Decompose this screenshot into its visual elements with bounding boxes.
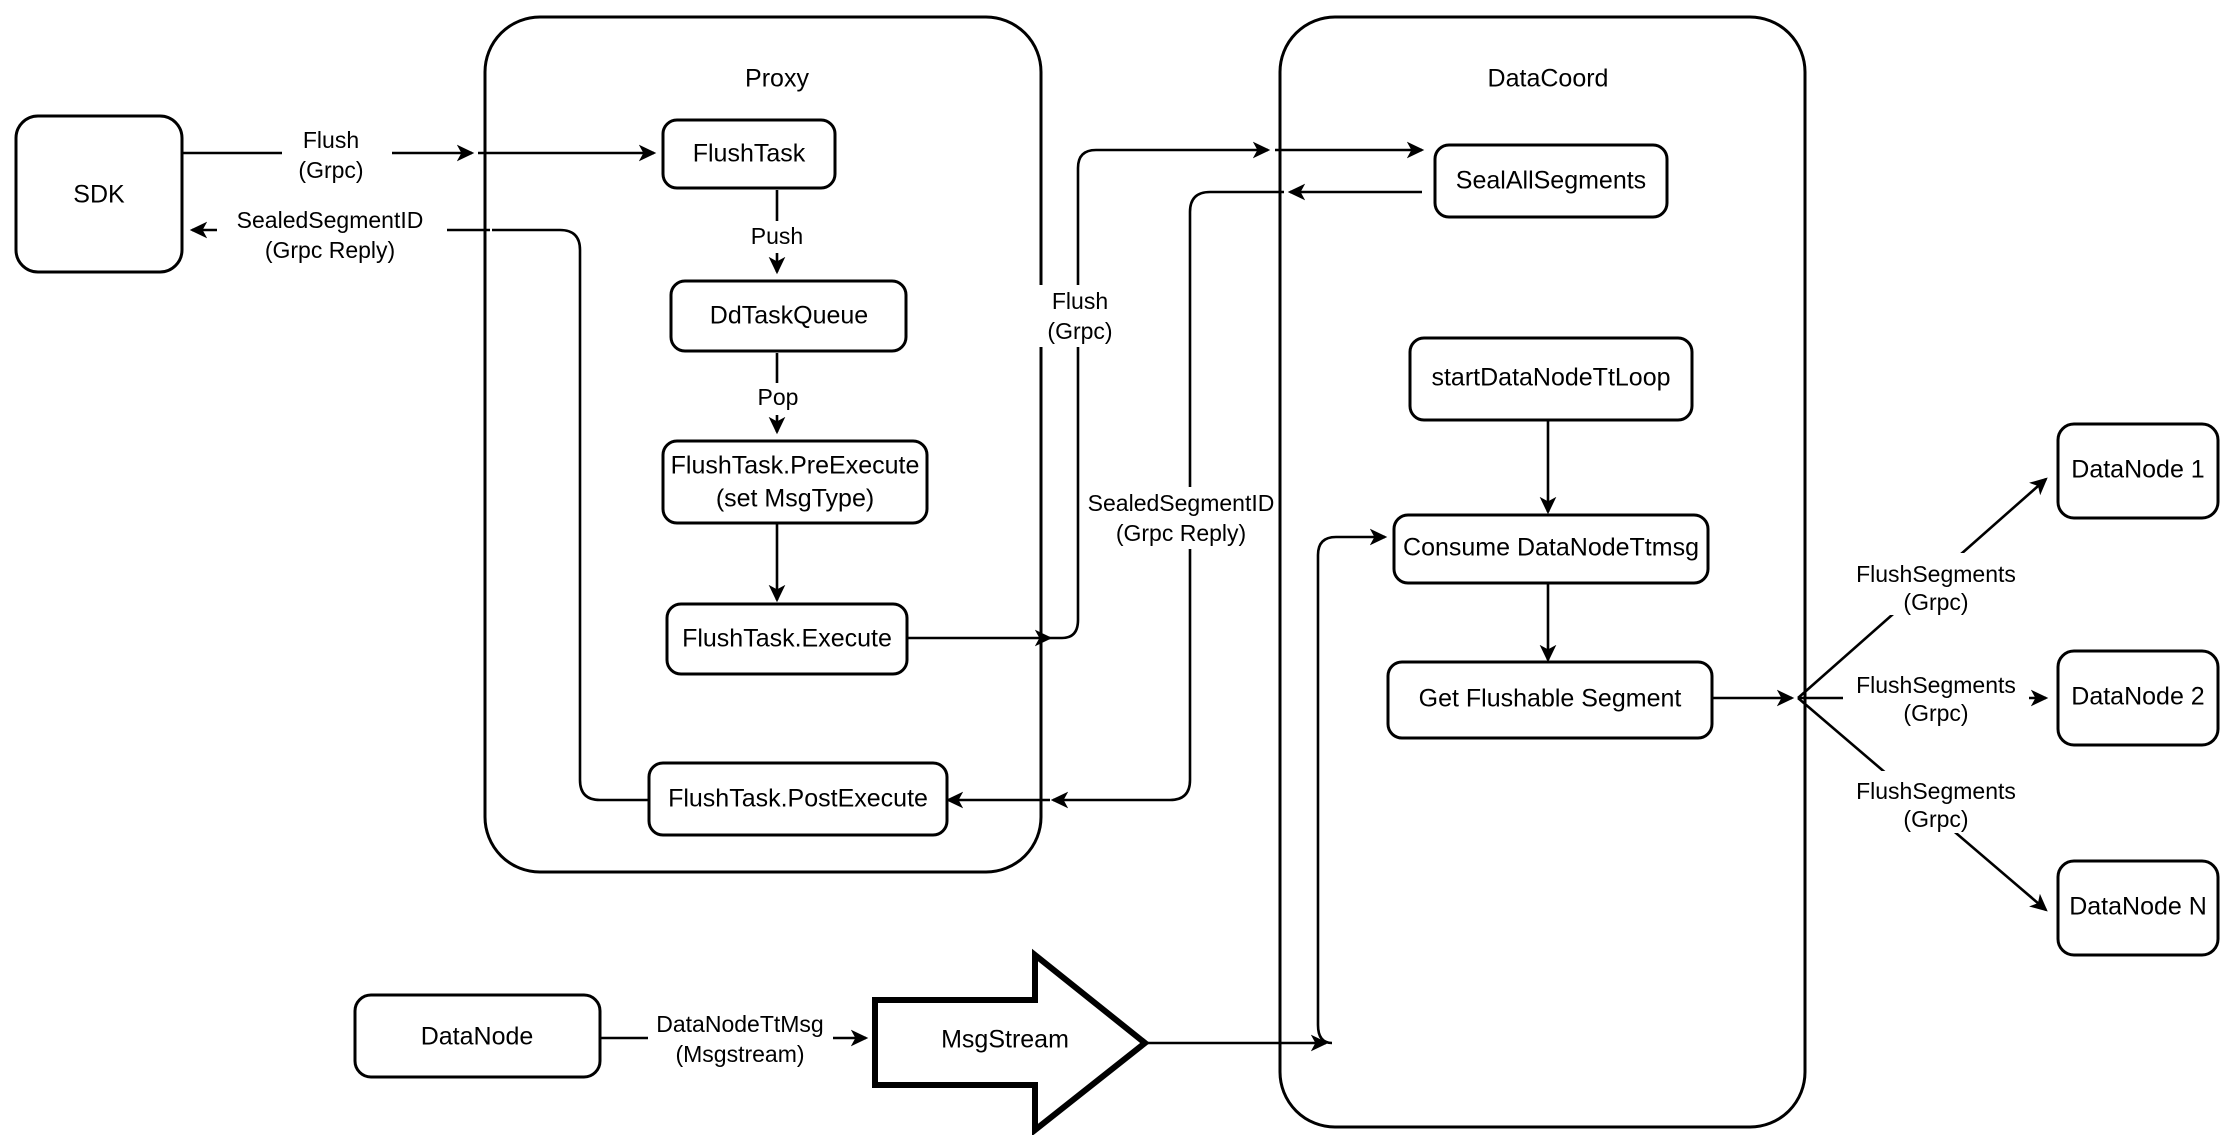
node-seal-all-segments[interactable]: SealAllSegments — [1433, 143, 1669, 219]
pop-label: Pop — [758, 384, 799, 410]
get-flushable-segment-box[interactable] — [1386, 660, 1714, 740]
preexecute-label-line2: (set MsgType) — [716, 485, 874, 513]
node-datanode-2[interactable]: DataNode 2 — [2056, 649, 2220, 747]
datanode-ttmsg-label-line1: DataNodeTtMsg — [656, 1011, 823, 1037]
dd-task-queue-label: DdTaskQueue — [710, 302, 868, 330]
coord-reply-label-line2: (Grpc Reply) — [1116, 520, 1246, 546]
coord-flush-label-line2: (Grpc) — [1047, 318, 1112, 344]
flush-task-label: FlushTask — [693, 140, 806, 168]
flush-task-box[interactable] — [661, 118, 837, 190]
edge-label-flush-segments-n: FlushSegments (Grpc) — [1843, 771, 2029, 833]
label-bg — [1082, 487, 1274, 549]
datacoord-container-outline — [1278, 15, 1807, 1129]
datanode-ttmsg-label-line2: (Msgstream) — [675, 1041, 804, 1067]
coord-reply-label-line1: SealedSegmentID — [1088, 490, 1275, 516]
edge-flushrail-to-datacoord — [1048, 141, 1271, 640]
edge-label-proxy-to-sdk-sealedsegmentid: SealedSegmentID (Grpc Reply) — [217, 204, 447, 266]
node-flush-task-postexecute[interactable]: FlushTask.PostExecute — [647, 761, 949, 837]
label-bg — [1029, 285, 1129, 347]
edge-label-proxy-to-coord-flush: Flush (Grpc) — [1029, 285, 1129, 347]
node-dd-task-queue[interactable]: DdTaskQueue — [669, 279, 908, 353]
node-get-flushable-segment[interactable]: Get Flushable Segment — [1386, 660, 1714, 740]
edge-label-push: Push — [738, 221, 816, 253]
datacoord-container-label: DataCoord — [1488, 65, 1609, 93]
node-consume-datanode-ttmsg[interactable]: Consume DataNodeTtmsg — [1392, 513, 1710, 585]
label-bg — [648, 1009, 833, 1071]
edge-postexecute-to-sdk-rail — [492, 228, 651, 802]
node-flush-task[interactable]: FlushTask — [661, 118, 837, 190]
container-proxy: Proxy — [483, 15, 1043, 874]
sdk-box[interactable] — [14, 114, 184, 274]
label-bg — [1843, 553, 2029, 615]
sdk-flush-label-line1: Flush — [303, 127, 359, 153]
execute-label: FlushTask.Execute — [682, 625, 892, 653]
flush-segments-n-line2: (Grpc) — [1903, 806, 1968, 832]
coord-flush-label-line1: Flush — [1052, 288, 1108, 314]
label-bg — [744, 383, 812, 415]
node-msgstream[interactable]: MsgStream — [872, 948, 1150, 1135]
flush-segments-2-line2: (Grpc) — [1903, 700, 1968, 726]
get-flushable-segment-label: Get Flushable Segment — [1419, 685, 1682, 713]
edge-label-coord-to-proxy-sealedsegmentid: SealedSegmentID (Grpc Reply) — [1082, 487, 1274, 549]
datanode-n-box[interactable] — [2056, 859, 2220, 957]
node-sdk[interactable]: SDK — [14, 114, 184, 274]
seal-all-segments-box[interactable] — [1433, 143, 1669, 219]
label-bg — [1843, 664, 2029, 726]
push-label: Push — [751, 223, 803, 249]
datanode-2-box[interactable] — [2056, 649, 2220, 747]
msgstream-label: MsgStream — [941, 1026, 1069, 1054]
edge-label-pop: Pop — [744, 383, 812, 415]
flush-segments-2-line1: FlushSegments — [1856, 672, 2016, 698]
edge-label-datanode-ttmsg: DataNodeTtMsg (Msgstream) — [648, 1009, 833, 1071]
sdk-reply-label-line1: SealedSegmentID — [237, 207, 424, 233]
datanode-source-label: DataNode — [421, 1023, 534, 1051]
edge-label-flush-segments-2: FlushSegments (Grpc) — [1843, 664, 2029, 726]
container-datacoord: DataCoord — [1278, 15, 1807, 1129]
sdk-flush-label-line2: (Grpc) — [298, 157, 363, 183]
label-bg — [738, 221, 816, 253]
flush-segments-n-line1: FlushSegments — [1856, 778, 2016, 804]
node-datanode-1[interactable]: DataNode 1 — [2056, 422, 2220, 520]
edge-msgstream-rail-to-consume — [1316, 528, 1388, 1045]
datanode-2-label: DataNode 2 — [2071, 683, 2204, 711]
sdk-reply-label-line2: (Grpc Reply) — [265, 237, 395, 263]
preexecute-label-line1: FlushTask.PreExecute — [671, 452, 920, 480]
datanode-1-label: DataNode 1 — [2071, 456, 2204, 484]
postexecute-label: FlushTask.PostExecute — [668, 785, 928, 813]
node-datanode-n[interactable]: DataNode N — [2056, 859, 2220, 957]
edge-label-flush-segments-1: FlushSegments (Grpc) — [1843, 553, 2029, 615]
sdk-label: SDK — [73, 181, 125, 209]
seal-all-segments-label: SealAllSegments — [1456, 167, 1646, 195]
label-bg — [282, 125, 392, 187]
postexecute-box[interactable] — [647, 761, 949, 837]
node-flush-task-execute[interactable]: FlushTask.Execute — [665, 602, 909, 676]
datanode-n-label: DataNode N — [2069, 893, 2207, 921]
label-bg — [217, 204, 447, 266]
execute-box[interactable] — [665, 602, 909, 676]
consume-datanode-ttmsg-label: Consume DataNodeTtmsg — [1403, 534, 1699, 562]
flush-segments-1-line2: (Grpc) — [1903, 589, 1968, 615]
node-flush-task-preexecute[interactable]: FlushTask.PreExecute (set MsgType) — [661, 439, 929, 525]
consume-datanode-ttmsg-box[interactable] — [1392, 513, 1710, 585]
node-start-datanode-ttloop[interactable]: startDataNodeTtLoop — [1408, 336, 1694, 422]
flush-segments-1-line1: FlushSegments — [1856, 561, 2016, 587]
datanode-source-box[interactable] — [353, 993, 602, 1079]
node-datanode-source[interactable]: DataNode — [353, 993, 602, 1079]
preexecute-box[interactable] — [661, 439, 929, 525]
dd-task-queue-box[interactable] — [669, 279, 908, 353]
msgstream-arrow-shape[interactable] — [872, 948, 1150, 1135]
label-bg — [1843, 771, 2029, 833]
start-datanode-ttloop-label: startDataNodeTtLoop — [1431, 364, 1670, 392]
start-datanode-ttloop-box[interactable] — [1408, 336, 1694, 422]
edge-label-sdk-to-proxy-flush: Flush (Grpc) — [282, 125, 392, 187]
datanode-1-box[interactable] — [2056, 422, 2220, 520]
proxy-container-label: Proxy — [745, 65, 809, 93]
proxy-container-outline — [483, 15, 1043, 874]
